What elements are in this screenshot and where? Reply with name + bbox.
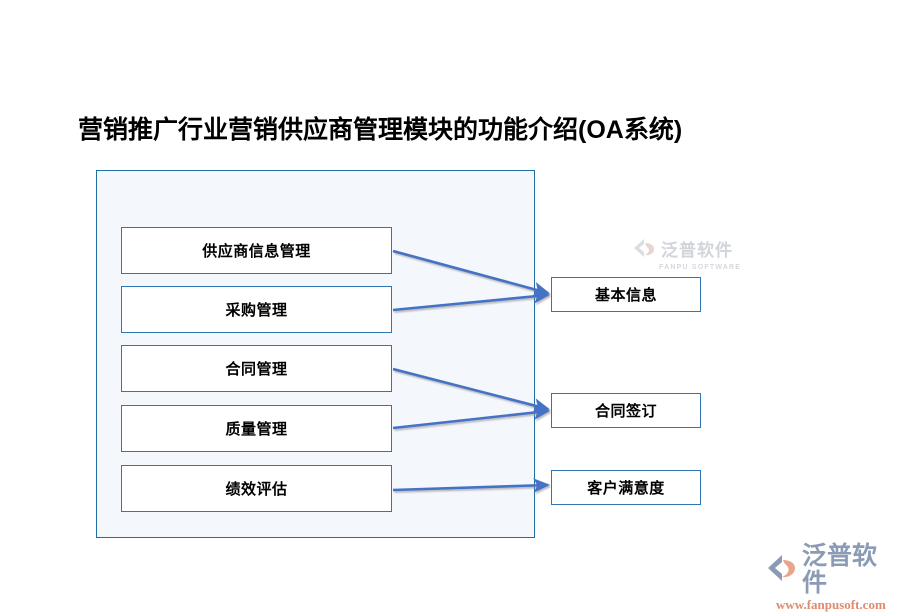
brand-logo-url: www.fanpusoft.com bbox=[776, 597, 886, 612]
node-label: 绩效评估 bbox=[225, 481, 288, 498]
node-customer-satisfaction[interactable]: 客户满意度 bbox=[551, 470, 701, 505]
node-quality-management[interactable]: 质量管理 bbox=[121, 405, 392, 452]
brand-logo-name: 泛普软件 bbox=[802, 542, 878, 597]
watermark-subtitle: FANPU SOFTWARE bbox=[659, 264, 742, 271]
node-label: 采购管理 bbox=[225, 302, 288, 319]
node-label: 合同管理 bbox=[225, 361, 288, 378]
center-watermark: 泛普软件 FANPU SOFTWARE bbox=[632, 238, 772, 271]
brand-logo: 泛普软件 www.fanpusoft.com bbox=[766, 543, 894, 613]
node-label: 客户满意度 bbox=[587, 480, 665, 497]
node-purchase-management[interactable]: 采购管理 bbox=[121, 286, 392, 333]
node-contract-management[interactable]: 合同管理 bbox=[121, 345, 392, 392]
node-label: 质量管理 bbox=[225, 421, 288, 438]
node-label: 合同签订 bbox=[594, 403, 657, 420]
page-root: 营销推广行业营销供应商管理模块的功能介绍(OA系统) 泛普软件 FANPU SO… bbox=[78, 116, 886, 612]
node-performance-evaluation[interactable]: 绩效评估 bbox=[121, 465, 392, 512]
watermark-logo-icon bbox=[632, 238, 656, 263]
node-basic-information[interactable]: 基本信息 bbox=[551, 277, 701, 312]
node-label: 供应商信息管理 bbox=[202, 243, 311, 260]
brand-logo-icon bbox=[766, 554, 798, 587]
watermark-name: 泛普软件 bbox=[661, 240, 733, 260]
node-label: 基本信息 bbox=[594, 287, 657, 304]
node-contract-signing[interactable]: 合同签订 bbox=[551, 393, 701, 428]
node-supplier-info-management[interactable]: 供应商信息管理 bbox=[121, 227, 392, 274]
page-title: 营销推广行业营销供应商管理模块的功能介绍(OA系统) bbox=[78, 116, 683, 144]
